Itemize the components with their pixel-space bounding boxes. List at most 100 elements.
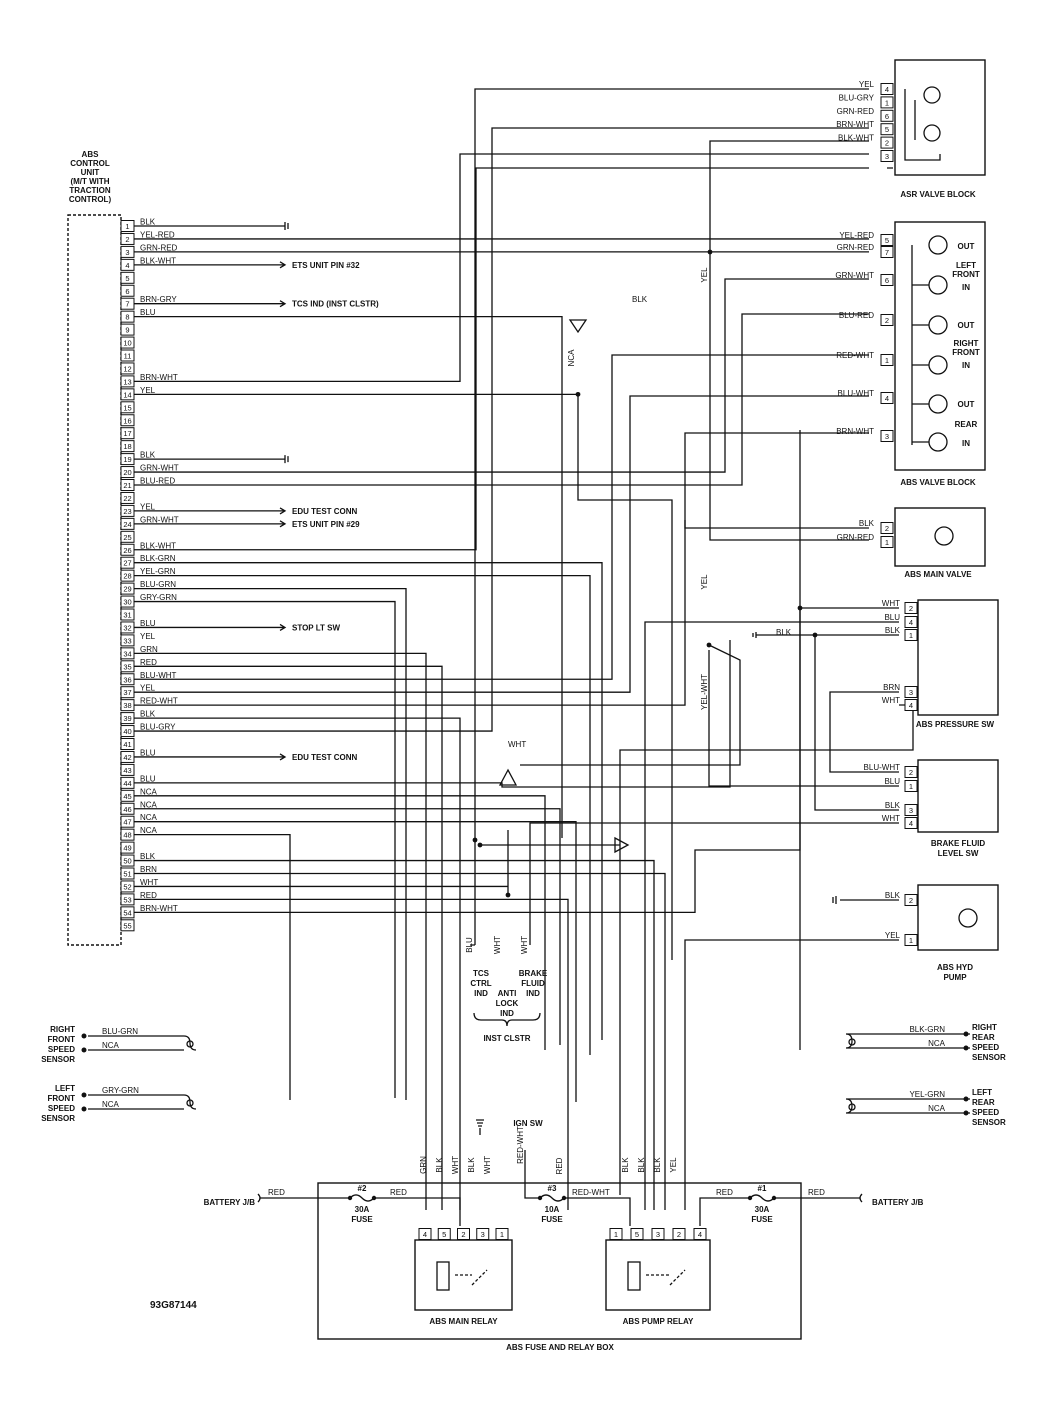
main-relay-wire-2: WHT <box>451 1156 460 1174</box>
wire-7 <box>134 520 287 528</box>
abs-control-unit: ABS CONTROL UNIT (M/T WITH TRACTION CONT… <box>67 150 379 946</box>
main-relay-wire-0: GRN <box>419 1156 428 1174</box>
wire-48 <box>644 621 899 1210</box>
yel-lower-label: YEL <box>700 574 709 590</box>
hyd-pump-body <box>917 884 999 951</box>
ecu-wire-label-46: NCA <box>140 800 158 809</box>
left_rear-wire-1: NCA <box>928 1104 946 1113</box>
main_relay-body <box>414 1239 513 1311</box>
ecu-pin-44-box <box>120 776 135 789</box>
main_relay-pin-4-number: 4 <box>423 1230 427 1239</box>
pressure-sw-pin-4-number: 4 <box>909 701 913 710</box>
ecu-wire-label-52: WHT <box>140 878 158 887</box>
asr-pin-1-number: 1 <box>885 98 889 107</box>
ecu-pin-47-box <box>120 815 135 828</box>
abs-valve-wire-label-3: BLU-RED <box>839 311 874 320</box>
fuse3-rating-2: FUSE <box>541 1215 563 1224</box>
ecu-pin-18-number: 18 <box>123 442 131 451</box>
abs-valve-pin-list: 5YEL-RED7GRN-RED6GRN-WHT2BLU-RED1RED-WHT… <box>835 231 894 442</box>
hyd-pump-title-1: ABS HYD <box>937 963 973 972</box>
ecu-wire-label-38: RED-WHT <box>140 697 178 706</box>
ecu-pin-5-box <box>120 271 135 284</box>
brake-fluid-pin-0-box <box>904 766 918 778</box>
wire-29 <box>134 640 731 788</box>
ecu-pin-46-box <box>120 802 135 815</box>
ecu-pin-8-number: 8 <box>125 313 129 322</box>
pressure-sw-pin-3-number: 3 <box>909 688 913 697</box>
ecu-wire-label-45: NCA <box>140 787 158 796</box>
pressure-switch-title: ABS PRESSURE SW <box>916 720 995 729</box>
inst-wire-blu: BLU <box>465 937 474 953</box>
yel-vertical-label: YEL <box>700 267 709 283</box>
junction-dot <box>472 837 478 843</box>
ign-wire: RED-WHT <box>516 1126 525 1164</box>
control-unit-title-6: CONTROL) <box>69 195 112 204</box>
bat-right-wire: RED <box>808 1188 825 1197</box>
pressure-sw-wire-label-3: BRN <box>883 683 900 692</box>
main-valve-pin-1-number: 1 <box>885 538 889 547</box>
ecu-pin-6-box <box>120 284 135 297</box>
ecu-pin-35-number: 35 <box>123 662 131 671</box>
ecu-pin-18-box <box>120 440 135 453</box>
wire-28 <box>134 127 869 732</box>
brake-fluid-switch-body <box>917 759 999 833</box>
abs-valve-wire-label-5: BLU-WHT <box>838 389 875 398</box>
left_front-shield-icon <box>186 1099 194 1107</box>
wire-51 <box>829 691 899 773</box>
abs-valve-coil-1 <box>928 235 948 255</box>
pump_relay-pin-5-box <box>630 1228 644 1240</box>
ecu-pin-55-number: 55 <box>123 921 131 930</box>
ecu-pin-34-number: 34 <box>123 649 131 658</box>
main-valve-pin-0-number: 2 <box>885 524 889 533</box>
main_relay-pin-5-box <box>437 1228 451 1240</box>
asr-pin-1-box <box>880 96 894 109</box>
left_front-wire-0: GRY-GRN <box>102 1086 139 1095</box>
ecu-pin-32-box <box>120 621 135 634</box>
wire-38 <box>134 430 801 913</box>
ecu-wire-label-48: NCA <box>140 826 158 835</box>
right_front-wire-1: NCA <box>102 1041 120 1050</box>
abs-valve-pin-3-box <box>880 314 894 326</box>
wire-43 <box>709 140 869 541</box>
ecu-pin-1-box <box>120 220 135 232</box>
main-valve-pin-0-box <box>880 522 894 534</box>
wire-32 <box>134 821 577 1102</box>
wire-23 <box>134 665 443 1210</box>
ecu-pin-48-number: 48 <box>123 831 131 840</box>
wire-26 <box>134 432 869 706</box>
fuse3-symbol <box>539 1194 565 1202</box>
left_rear-label-3: SENSOR <box>972 1118 1006 1127</box>
mid-wire-labels: YEL NCA BLK YEL YEL-WHT WHT <box>508 267 709 749</box>
left_rear-shield-icon <box>848 1103 856 1111</box>
ecu-wire-label-28: YEL-GRN <box>140 567 176 576</box>
valve-label-5: IN <box>962 361 970 370</box>
abs-main-valve-title: ABS MAIN VALVE <box>904 570 972 579</box>
ecu-wire-label-35: RED <box>140 658 157 667</box>
ecu-wire-label-39: BLK <box>140 710 156 719</box>
ecu-pin-9-number: 9 <box>125 326 129 335</box>
wire-53 <box>708 650 899 787</box>
ecu-pin-4-number: 4 <box>125 261 129 270</box>
inst-cluster-brace <box>473 1012 541 1027</box>
main_relay-pin-5-number: 5 <box>442 1230 446 1239</box>
wire-58 <box>520 644 741 766</box>
left_rear-twisted-pair <box>845 1098 970 1114</box>
brake-fluid-pin-3-number: 4 <box>909 819 913 828</box>
abs-valve-coil-6 <box>928 432 948 452</box>
ecu-wire-label-3: GRN-RED <box>140 243 178 252</box>
hyd-pump-title-2: PUMP <box>943 973 967 982</box>
ecu-wire-label-40: BLU-GRY <box>140 723 176 732</box>
left_front-pin-0 <box>81 1092 87 1098</box>
brake-fluid-pin-0-number: 2 <box>909 768 913 777</box>
junction-dot <box>797 605 803 611</box>
ecu-pin-41-box <box>120 738 135 750</box>
asr-wire-label-0: YEL <box>859 80 875 89</box>
ecu-pin-40-number: 40 <box>123 727 131 736</box>
red-vertical-wire: RED <box>555 1157 564 1174</box>
right_rear-label-2: SPEED <box>972 1043 999 1052</box>
ecu-pin-21-number: 21 <box>123 481 131 490</box>
